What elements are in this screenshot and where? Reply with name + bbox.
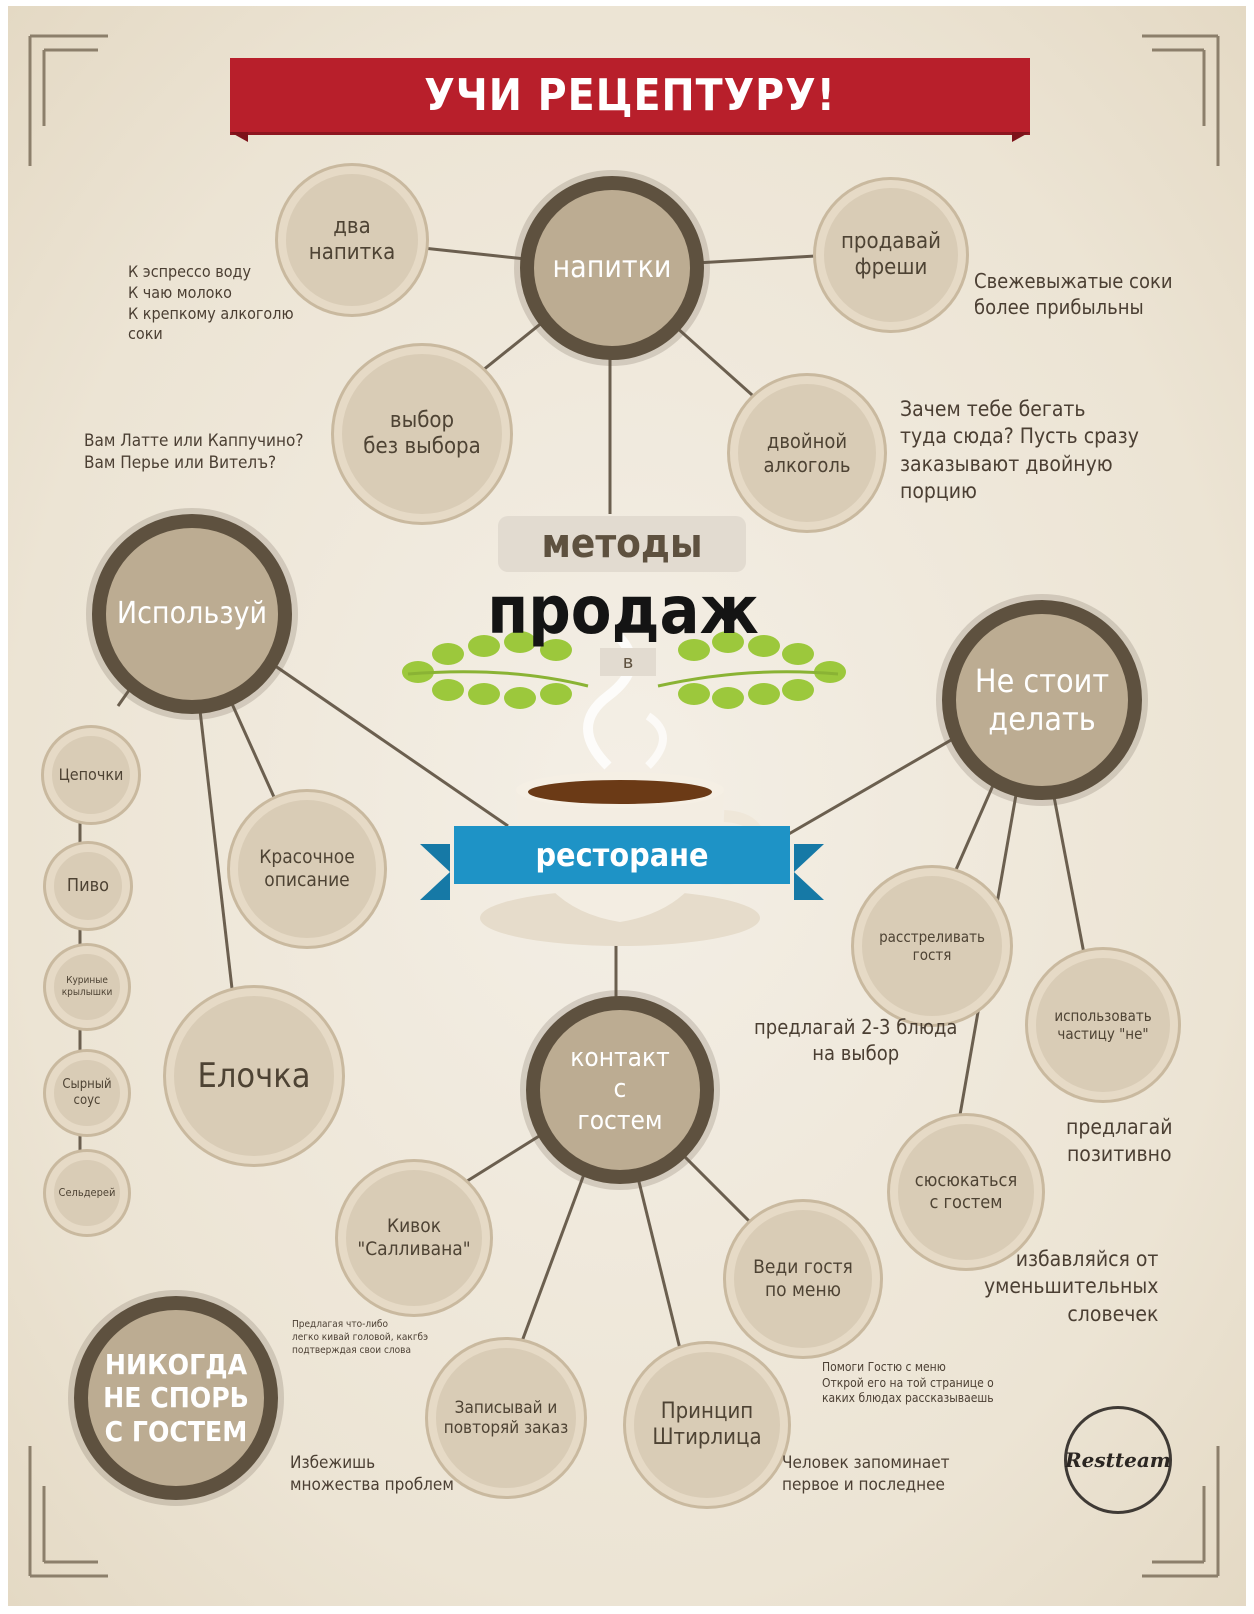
- node-selderey: Сельдерей: [46, 1152, 128, 1234]
- node-kivok: Кивок "Салливана": [338, 1162, 490, 1314]
- note-slovechki: избавляйся от уменьшительных словечек: [984, 1247, 1159, 1326]
- node-napitki: напитки: [520, 176, 704, 360]
- center-methods: методы: [498, 516, 746, 572]
- node-vedi: Веди гостя по меню: [726, 1202, 880, 1356]
- node-dvoynoy: двойной алкоголь: [730, 376, 884, 530]
- coffee-cup-icon: [480, 632, 766, 946]
- infographic-poster: УЧИ РЕЦЕПТУРУ! методы продаж в ресторане…: [8, 6, 1246, 1606]
- center-in: в: [600, 648, 656, 676]
- banner-fold-left: [230, 132, 248, 142]
- node-pivo: Пиво: [46, 844, 130, 928]
- node-chastitsa: использовать частицу "не": [1028, 950, 1178, 1100]
- node-prodavay-freshi: продавай фреши: [816, 180, 966, 330]
- node-syusyukatsya: сюсюкаться с гостем: [890, 1116, 1042, 1268]
- node-dva-napitka: два напитка: [278, 166, 426, 314]
- note-kivok: Предлагая что-либо легко кивай головой, …: [292, 1319, 429, 1356]
- note-bluda: предлагай 2-3 блюда на выбор: [754, 1015, 958, 1065]
- title-banner: УЧИ РЕЦЕПТУРУ!: [230, 58, 1030, 132]
- note-pozitivno: предлагай позитивно: [1066, 1115, 1173, 1167]
- node-ne-stoit: Не стоит делать: [942, 600, 1142, 800]
- node-krasochnoe: Красочное описание: [230, 792, 384, 946]
- center-ribbon: ресторане: [454, 826, 790, 884]
- node-kontakt: контакт с гостем: [526, 996, 714, 1184]
- node-elochka: Елочка: [166, 988, 342, 1164]
- node-rasstrelivat: расстреливать гостя: [854, 868, 1010, 1024]
- node-vybor: выбор без выбора: [334, 346, 510, 522]
- node-nikogda: НИКОГДА НЕ СПОРЬ С ГОСТЕМ: [74, 1296, 278, 1500]
- center-sales: продаж: [487, 572, 759, 649]
- node-ispolzuy: Используй: [92, 514, 292, 714]
- restteam-logo: Restteam: [1064, 1406, 1172, 1514]
- note-problemy: Избежишь множества проблем: [290, 1453, 454, 1496]
- note-soki: Свежевыжатые соки более прибыльны: [974, 269, 1173, 319]
- note-menu: Помоги Гостю с меню Открой его на той ст…: [822, 1360, 994, 1406]
- leaves-icon: [402, 631, 846, 709]
- ribbon-end-left: [420, 844, 450, 900]
- node-zapisyvay: Записывай и повторяй заказ: [428, 1340, 584, 1496]
- node-syrny: Сырный соус: [46, 1052, 128, 1134]
- note-latte: Вам Латте или Каппучино? Вам Перье или В…: [84, 431, 304, 474]
- banner-fold-right: [1012, 132, 1030, 142]
- corner-frames: [28, 34, 1220, 1578]
- node-shtirlits: Принцип Штирлица: [626, 1344, 788, 1506]
- ribbon-end-right: [794, 844, 824, 900]
- node-kurinye: Куриные крылышки: [46, 946, 128, 1028]
- node-tsepochki: Цепочки: [44, 728, 138, 822]
- note-begat: Зачем тебе бегать туда сюда? Пусть сразу…: [900, 397, 1139, 503]
- note-chelovek: Человек запоминает первое и последнее: [782, 1453, 950, 1496]
- note-espresso: К эспрессо воду К чаю молоко К крепкому …: [128, 262, 294, 344]
